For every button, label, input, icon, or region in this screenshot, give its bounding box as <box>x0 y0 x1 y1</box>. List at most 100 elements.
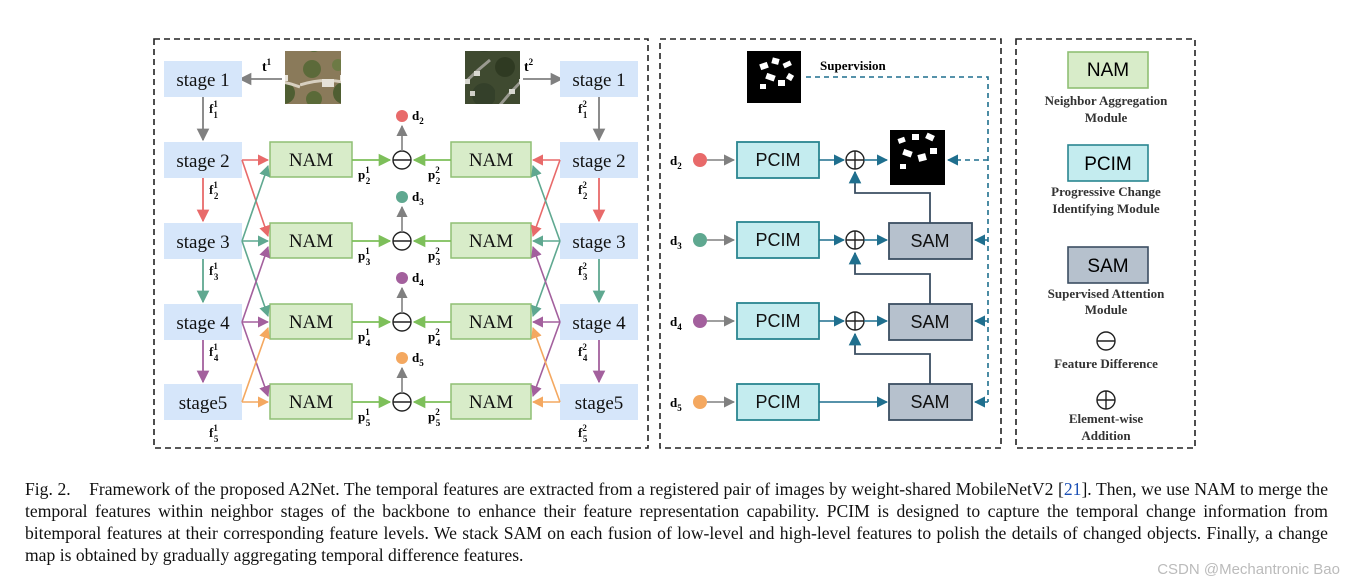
right-stage-2-label: stage 2 <box>572 151 625 172</box>
caption-text-2: ]. Then, we use NAM to merge the tempora… <box>25 479 1328 565</box>
d-output-label-3: d3 <box>412 189 424 207</box>
sam-box-5-label: SAM <box>910 392 949 412</box>
legend-nam-box-label: NAM <box>1087 60 1129 81</box>
nam-left-5-label: NAM <box>289 392 333 413</box>
d-output-dot-5 <box>396 352 408 364</box>
nam-right-4-label: NAM <box>469 312 513 333</box>
watermark: CSDN @Mechantronic Bao <box>1157 561 1340 578</box>
pcim-box-label-5: PCIM <box>756 392 801 412</box>
right-stage-4-label: stage 4 <box>572 313 626 334</box>
legend-nam-box <box>1067 51 1149 89</box>
d-output-dot-3 <box>396 191 408 203</box>
nam-right-2-label: NAM <box>469 150 513 171</box>
legend-feature-difference: Feature Difference <box>1054 356 1158 371</box>
pcim-box-label-4: PCIM <box>756 311 801 331</box>
pcim-box-label-3: PCIM <box>756 230 801 250</box>
decoder-panel <box>659 38 1002 449</box>
legend-pcim-box-label: PCIM <box>1084 154 1132 175</box>
t1-label: t1 <box>262 57 272 75</box>
pcim-box-label-2: PCIM <box>756 150 801 170</box>
sam-box-4 <box>888 303 973 341</box>
d-output-label-5: d5 <box>412 350 424 368</box>
legend-pcim-desc-2: Identifying Module <box>1052 201 1159 216</box>
decoder-d-label-5: d5 <box>670 395 682 413</box>
right-stage-5 <box>560 384 638 420</box>
right-stage-1-label: stage 1 <box>572 70 625 91</box>
right-stage-2 <box>560 142 638 178</box>
decoder-d-label-4: d4 <box>670 314 682 332</box>
nam-right-3-label: NAM <box>469 231 513 252</box>
legend-pcim-desc-1: Progressive Change <box>1051 184 1161 199</box>
nam-left-3-label: NAM <box>289 231 333 252</box>
input-image-t2 <box>465 51 520 104</box>
legend-nam-desc-1: Neighbor Aggregation <box>1045 93 1168 108</box>
decoder-d-dot-5 <box>693 395 707 409</box>
left-stage-1 <box>164 61 242 97</box>
nam-left-5 <box>269 383 353 420</box>
left-stage-2-label: stage 2 <box>176 151 229 172</box>
nam-left-4 <box>269 303 353 340</box>
right-stage-5-label: stage5 <box>575 393 624 414</box>
decoder-d-dot-4 <box>693 314 707 328</box>
nam-left-2-label: NAM <box>289 150 333 171</box>
d-output-label-2: d2 <box>412 108 424 126</box>
nam-right-4 <box>450 303 532 340</box>
backbone-panel <box>153 38 649 449</box>
right-stage-3 <box>560 223 638 259</box>
d-output-dot-4 <box>396 272 408 284</box>
legend-sam-desc-2: Module <box>1085 302 1128 317</box>
t2-label: t2 <box>524 57 534 75</box>
caption-citation-link[interactable]: 21 <box>1063 479 1082 499</box>
nam-right-5-label: NAM <box>469 392 513 413</box>
left-stage-5 <box>164 384 242 420</box>
sam-box-3 <box>888 222 973 260</box>
left-stage-1-label: stage 1 <box>176 70 229 91</box>
supervision-label: Supervision <box>820 58 887 73</box>
legend-nam-desc-2: Module <box>1085 110 1128 125</box>
left-stage-2 <box>164 142 242 178</box>
pcim-box-2 <box>736 141 820 179</box>
left-stage-4 <box>164 304 242 340</box>
d-output-dot-2 <box>396 110 408 122</box>
left-stage-5-label: stage5 <box>179 393 228 414</box>
left-stage-4-label: stage 4 <box>176 313 230 334</box>
sam-box-4-label: SAM <box>910 312 949 332</box>
left-stage-3 <box>164 223 242 259</box>
input-image-t1 <box>285 51 341 104</box>
right-stage-4 <box>560 304 638 340</box>
caption-fig-label: Fig. 2. <box>25 479 71 499</box>
legend-elementwise-1: Element-wise <box>1069 411 1144 426</box>
pcim-box-5 <box>736 383 820 421</box>
sam-box-3-label: SAM <box>910 231 949 251</box>
right-stage-1 <box>560 61 638 97</box>
legend-sam-desc-1: Supervised Attention <box>1048 286 1165 301</box>
legend-pcim-box <box>1067 144 1149 182</box>
decoder-d-label-3: d3 <box>670 233 682 251</box>
decoder-d-dot-3 <box>693 233 707 247</box>
d-output-label-4: d4 <box>412 270 424 288</box>
sam-box-5 <box>888 383 973 421</box>
nam-right-5 <box>450 383 532 420</box>
left-stage-3-label: stage 3 <box>176 232 229 253</box>
caption-text-1: Framework of the proposed A2Net. The tem… <box>89 479 1064 499</box>
decoder-d-dot-2 <box>693 153 707 167</box>
right-stage-3-label: stage 3 <box>572 232 625 253</box>
pcim-box-3 <box>736 221 820 259</box>
decoder-d-label-2: d2 <box>670 153 682 171</box>
legend-sam-box <box>1067 246 1149 284</box>
